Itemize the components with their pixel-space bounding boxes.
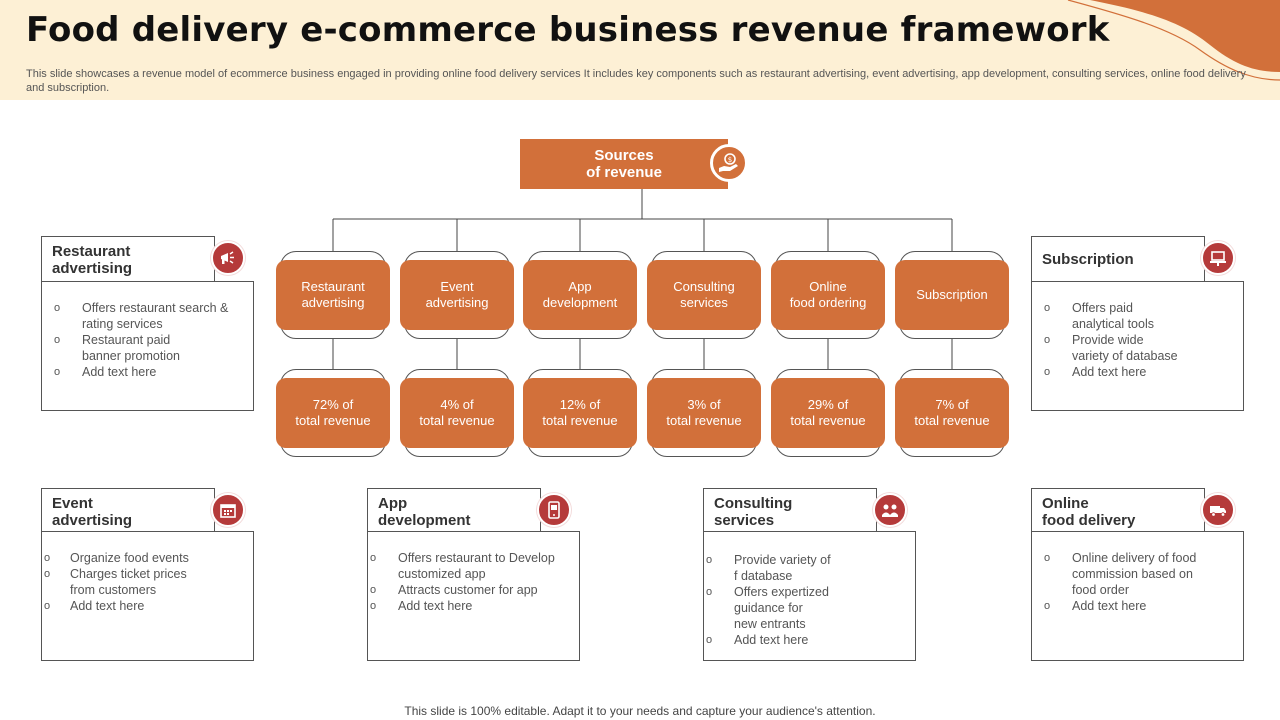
list-item: Add text here [52, 364, 243, 380]
page-title: Food delivery e-commerce business revenu… [26, 10, 1110, 50]
node-label-line2: development [542, 295, 618, 310]
card-title-line1: App [378, 494, 408, 512]
value-line1: 4% of [440, 397, 474, 412]
card-title-line1: Restaurant [52, 242, 131, 260]
card-title-line2: development [378, 511, 471, 529]
list-item: Add text here [704, 632, 905, 648]
value-line2: total revenue [295, 413, 371, 428]
svg-text:$: $ [728, 156, 732, 164]
value-line1: 12% of [559, 397, 601, 412]
list-item: Add text here [42, 598, 243, 614]
node-label-line1: Restaurant [301, 279, 365, 294]
list-item: Add text here [1042, 364, 1233, 380]
value-line2: total revenue [914, 413, 990, 428]
list-item: Add text here [1042, 598, 1233, 614]
node-label-line2: food ordering [789, 295, 867, 310]
card-title-line2: advertising [52, 511, 133, 529]
list-item: Provide variety off database [704, 552, 905, 584]
card-consulting-services-body: Provide variety off database Offers expe… [703, 531, 916, 661]
card-title-line2: advertising [52, 259, 133, 277]
consultant-icon [873, 493, 907, 527]
laptop-icon [1201, 241, 1235, 275]
value-line2: total revenue [542, 413, 618, 428]
phone-app-icon [537, 493, 571, 527]
footer-note: This slide is 100% editable. Adapt it to… [404, 704, 876, 718]
card-title-line2: food delivery [1042, 511, 1136, 529]
calendar-icon [211, 493, 245, 527]
delivery-truck-icon [1201, 493, 1235, 527]
node-label-line2: services [680, 295, 728, 310]
node-label-line2: Subscription [916, 287, 988, 302]
card-restaurant-advertising-body: Offers restaurant search &rating service… [41, 281, 254, 411]
root-node-sources-of-revenue: Sources of revenue [520, 139, 728, 189]
node-label-line1: Online [809, 279, 847, 294]
page-subtitle: This slide showcases a revenue model of … [26, 68, 1246, 94]
value-line2: total revenue [666, 413, 742, 428]
card-subscription-title: Subscription [1031, 236, 1205, 282]
node-label-line1: Event [440, 279, 474, 294]
value-line1: 29% of [807, 397, 849, 412]
node-subscription: Subscription [895, 260, 1009, 330]
node-label-line1: App [568, 279, 592, 294]
list-item: Attracts customer for app [368, 582, 569, 598]
header-band: Food delivery e-commerce business revenu… [0, 0, 1280, 100]
card-title-line1: Online [1042, 494, 1089, 512]
value-line1: 72% of [312, 397, 354, 412]
decorative-swoosh [1067, 0, 1280, 81]
card-title-line1: Subscription [1042, 251, 1134, 268]
value-line1: 7% of [935, 397, 969, 412]
root-label-line1: Sources [594, 147, 654, 164]
card-title-line1: Event [52, 494, 93, 512]
list-item: Organize food events [42, 550, 243, 566]
list-item: Add text here [368, 598, 569, 614]
card-title-line1: Consulting [714, 494, 793, 512]
value-line2: total revenue [790, 413, 866, 428]
root-label-line2: of revenue [586, 164, 662, 181]
value-line1: 3% of [687, 397, 721, 412]
node-label-line2: advertising [301, 295, 365, 310]
value-line2: total revenue [419, 413, 495, 428]
hand-coin-icon: $ [710, 144, 748, 182]
node-label-line1: Consulting [673, 279, 735, 294]
node-label-line2: advertising [425, 295, 489, 310]
card-event-advertising-body: Organize food events Charges ticket pric… [41, 531, 254, 661]
megaphone-icon [211, 241, 245, 275]
card-title-line2: services [714, 511, 775, 529]
list-item: Offers restaurant search &rating service… [52, 300, 243, 332]
